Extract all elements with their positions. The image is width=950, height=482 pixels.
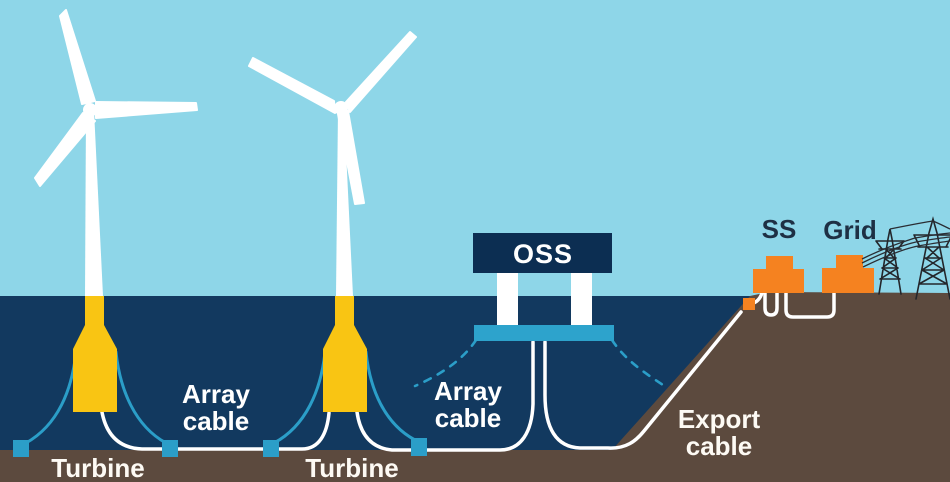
label-export-cable-line1: Export <box>678 404 761 434</box>
label-array-cable-2-line1: Array <box>434 376 502 406</box>
export-cable-line <box>543 310 743 450</box>
turbine-2-tower <box>336 109 353 296</box>
turbine-1-float <box>73 296 117 412</box>
wind-turbine-1-icon <box>34 9 198 296</box>
cable-junction-box <box>743 298 755 310</box>
array-cable-2-line <box>355 340 535 452</box>
turbine-2-float <box>323 296 367 412</box>
wind-turbine-2-icon <box>248 31 417 296</box>
label-grid: Grid <box>823 215 876 245</box>
ss-building-base <box>753 269 804 293</box>
oss-platform-deck <box>474 325 614 341</box>
grid-building-top <box>836 255 863 269</box>
oss-leg-left <box>497 273 518 328</box>
oss-box <box>473 233 612 273</box>
grid-building-icon <box>822 255 874 293</box>
grid-building-base <box>822 268 874 293</box>
anchor-box-2 <box>162 440 178 457</box>
cable-loop-ss <box>763 290 779 317</box>
label-array-cable-1-line2: cable <box>183 406 250 436</box>
turbine-2-hub <box>334 101 348 115</box>
oss-label: OSS <box>513 239 573 269</box>
mooring-line-t2-right <box>364 350 417 442</box>
label-turbine-2: Turbine <box>305 453 398 482</box>
ss-building-top <box>766 256 793 270</box>
turbine-1-blade-down <box>34 112 96 187</box>
label-turbine-1: Turbine <box>51 453 144 482</box>
anchor-box-1 <box>13 440 29 457</box>
turbine-1-tower <box>85 110 103 296</box>
label-ss: SS <box>762 214 797 244</box>
power-lines <box>861 220 950 268</box>
cable-loop-ss-grid <box>784 290 836 319</box>
anchor-box-4 <box>411 438 427 456</box>
oss-leg-right <box>571 273 592 328</box>
mooring-dashed-oss-right <box>610 338 665 387</box>
turbine-1-blade-up <box>59 9 96 105</box>
label-export-cable-line2: cable <box>686 431 753 461</box>
anchor-box-3 <box>263 440 279 457</box>
label-array-cable-1-line1: Array <box>182 379 250 409</box>
label-array-cable-2-line2: cable <box>435 403 502 433</box>
turbine-1-hub <box>83 103 97 117</box>
turbine-2-blade-upright <box>345 31 417 113</box>
substation-building-icon <box>753 256 804 293</box>
seabed-and-shore <box>0 292 950 482</box>
mooring-line-t1-right <box>114 350 168 445</box>
array-cable-1-line <box>99 404 331 451</box>
mooring-dashed-oss-left <box>413 338 478 388</box>
transmission-pylon-1-icon <box>875 228 905 295</box>
